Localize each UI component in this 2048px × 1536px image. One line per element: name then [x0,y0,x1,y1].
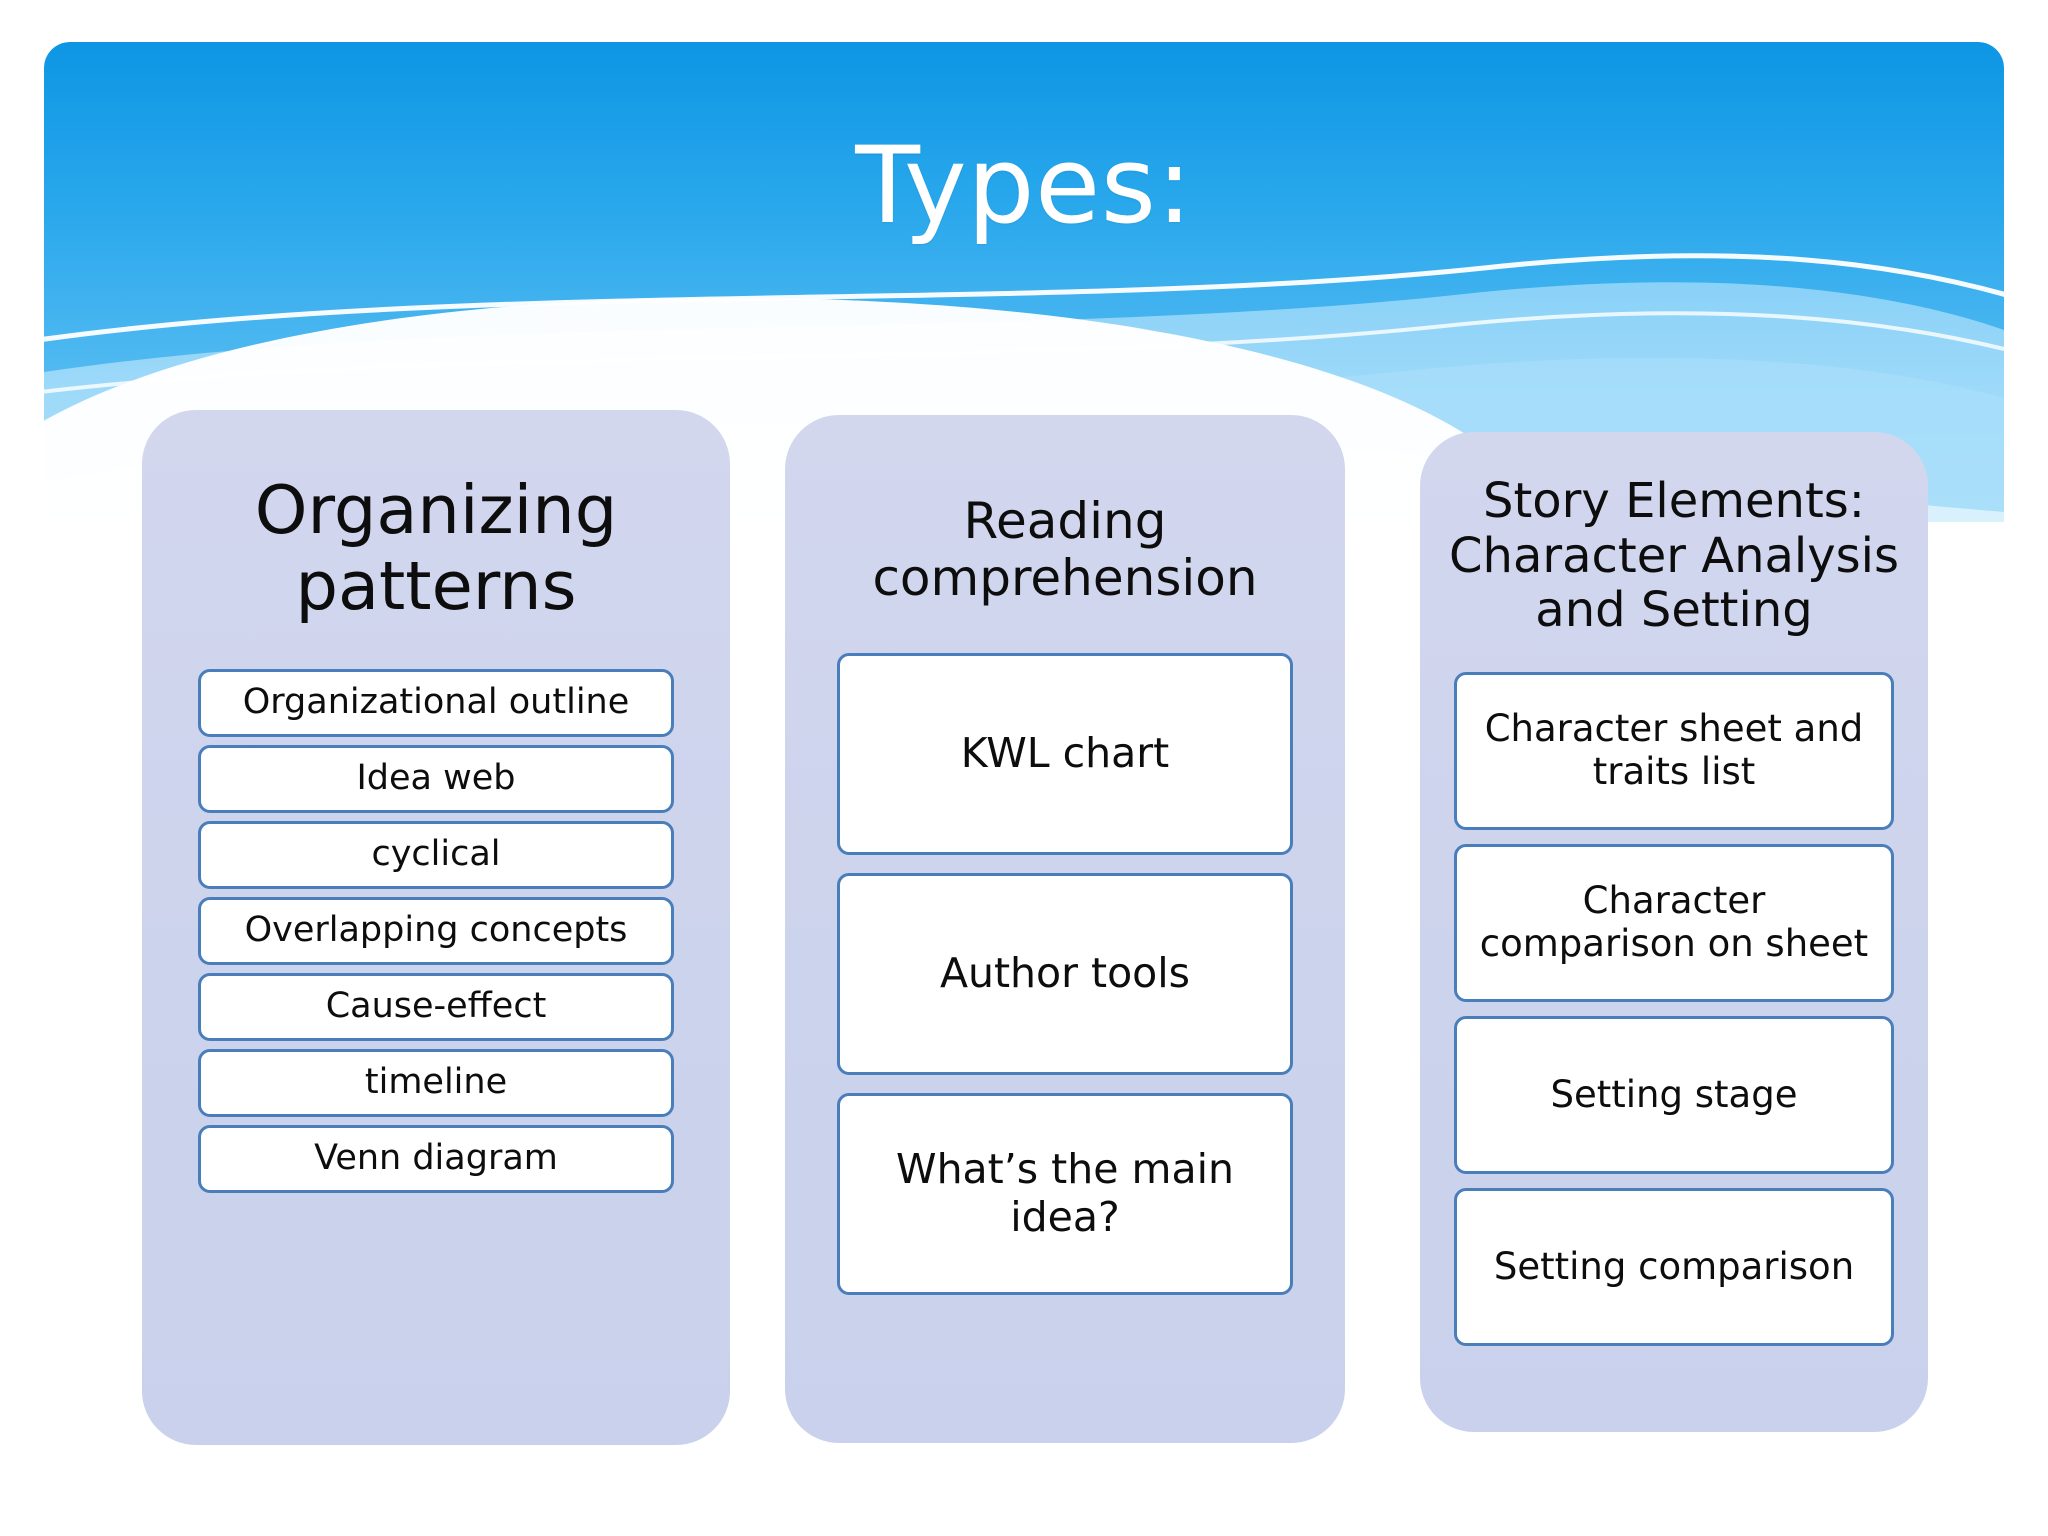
page-title: Types: [855,124,1193,247]
column-card-reading-comprehension: Reading comprehension KWL chart Author t… [785,415,1345,1443]
item-list: KWL chart Author tools What’s the main i… [785,653,1345,1295]
list-item[interactable]: Overlapping concepts [198,896,674,965]
list-item[interactable]: Organizational outline [198,668,674,737]
list-item[interactable]: Author tools [837,873,1293,1075]
list-item[interactable]: Cause-effect [198,972,674,1041]
list-item[interactable]: Venn diagram [198,1124,674,1193]
list-item[interactable]: Character comparison on sheet [1454,844,1894,1003]
list-item[interactable]: Setting comparison [1454,1188,1894,1347]
list-item[interactable]: Character sheet and traits list [1454,672,1894,831]
list-item[interactable]: Setting stage [1454,1016,1894,1175]
list-item[interactable]: KWL chart [837,653,1293,855]
column-heading: Reading comprehension [872,492,1258,607]
column-card-organizing-patterns: Organizing patterns Organizational outli… [142,410,730,1445]
list-item[interactable]: cyclical [198,820,674,889]
column-heading: Organizing patterns [254,471,618,626]
list-item[interactable]: timeline [198,1048,674,1117]
item-list: Character sheet and traits list Characte… [1420,672,1928,1347]
item-list: Organizational outline Idea web cyclical… [142,668,730,1193]
column-heading: Story Elements: Character Analysis and S… [1449,473,1899,639]
list-item[interactable]: Idea web [198,744,674,813]
list-item[interactable]: What’s the main idea? [837,1093,1293,1295]
column-card-story-elements: Story Elements: Character Analysis and S… [1420,432,1928,1432]
